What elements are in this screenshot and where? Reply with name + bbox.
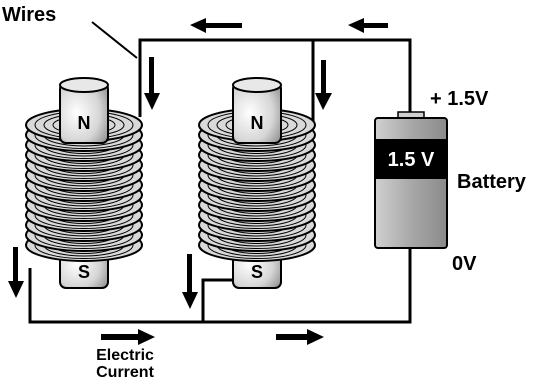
electromagnet-right: N S (198, 77, 316, 289)
north-pole-label: N (78, 113, 91, 133)
battery-label: Battery (457, 171, 527, 193)
north-pole-label: N (251, 113, 264, 133)
electric-current-label-line2: Current (96, 364, 154, 381)
arrow-down-icon (182, 254, 198, 309)
magnet-core-top (232, 77, 282, 93)
south-pole-label: S (78, 262, 90, 282)
battery-value-label: 1.5 V (388, 149, 435, 171)
arrow-left-icon (190, 18, 242, 33)
wires-label: Wires (2, 4, 56, 26)
arrow-right-icon (276, 329, 324, 345)
magnet-core-top (59, 77, 109, 93)
battery: 1.5 V (374, 111, 448, 249)
battery-body (374, 117, 448, 249)
wires-callout-line (91, 21, 138, 59)
zero-voltage-label: 0V (452, 253, 477, 275)
arrow-down-icon (144, 57, 160, 110)
current-arrows (8, 18, 388, 345)
electromagnet-left: N S (25, 77, 143, 289)
arrow-left-icon (348, 18, 388, 33)
arrow-down-icon (8, 247, 24, 298)
battery-value-panel (375, 139, 447, 179)
arrow-down-icon (315, 60, 332, 110)
positive-voltage-label: + 1.5V (430, 88, 489, 110)
arrow-right-icon (101, 329, 155, 345)
south-pole-label: S (251, 262, 263, 282)
electric-current-label-line1: Electric (96, 347, 154, 364)
coil-windings (25, 108, 143, 262)
coil-windings (198, 108, 316, 262)
